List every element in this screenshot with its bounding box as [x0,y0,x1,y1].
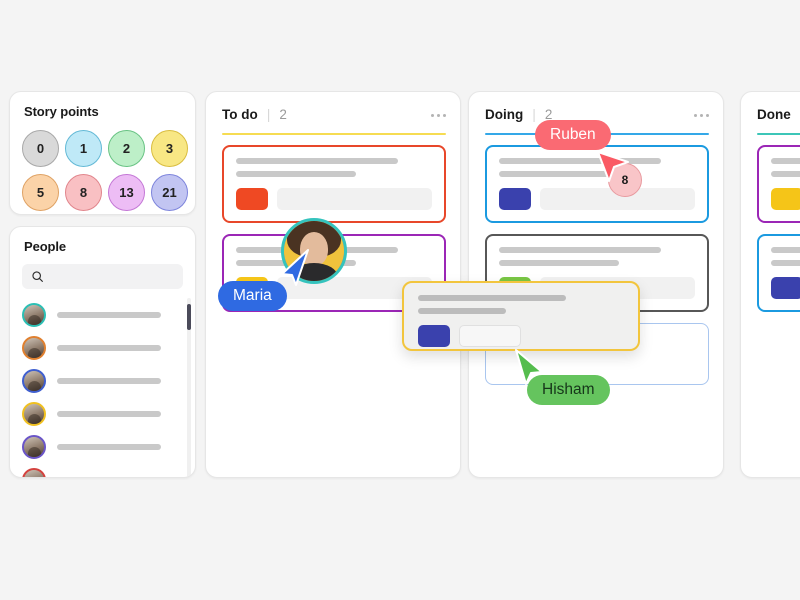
card-line-secondary [499,171,619,177]
column-header-doing: Doing | 2 [469,92,723,122]
person-name-placeholder [57,344,161,351]
story-point-chip-0[interactable]: 0 [22,130,59,167]
task-card[interactable] [485,145,709,223]
column-title: Doing [485,106,524,122]
column-accent-rule [757,133,800,135]
story-point-chip-8[interactable]: 8 [65,174,102,211]
avatar [22,401,46,426]
avatar [22,467,46,477]
card-footer [236,188,432,210]
card-line-primary [771,158,800,164]
card-line-secondary [236,171,356,177]
card-footer [771,188,800,210]
story-point-chip-1[interactable]: 1 [65,130,102,167]
list-item[interactable] [10,298,195,331]
task-card[interactable] [757,145,800,223]
people-scrollbar-track[interactable] [187,298,191,477]
card-tag [418,325,450,347]
column-separator: | [266,106,271,122]
card-footer [771,277,800,299]
card-line-primary [499,247,661,253]
column-accent-rule [222,133,446,135]
people-panel: People [9,226,196,478]
column-card-count: 2 [544,106,553,122]
people-title: People [24,239,67,254]
more-horizontal-icon[interactable] [694,112,709,117]
dragged-card[interactable] [402,281,640,351]
task-card[interactable] [222,145,446,223]
story-point-chip-3[interactable]: 3 [151,130,188,167]
person-name-placeholder [57,476,161,477]
story-point-chip-2[interactable]: 2 [108,130,145,167]
card-field [277,188,432,210]
card-footer [418,325,624,347]
card-tag[interactable] [499,188,531,210]
people-search-field[interactable] [22,264,183,289]
card-line-secondary [418,308,506,314]
column-title: To do [222,106,258,122]
card-line-primary [236,158,398,164]
avatar [22,368,46,393]
list-item[interactable] [10,364,195,397]
card-line-secondary [771,171,800,177]
list-item[interactable] [10,397,195,430]
card-line-secondary [771,260,800,266]
card-line-primary [499,158,661,164]
list-item[interactable] [10,463,195,477]
avatar [22,434,46,459]
column-card-list [741,135,800,312]
cursor-ruben [597,151,629,182]
cursor-maria [281,249,309,286]
cursor-hisham [515,349,543,385]
people-scrollbar-thumb[interactable] [187,304,191,330]
more-horizontal-icon[interactable] [431,112,446,117]
card-footer [499,188,695,210]
card-line-secondary [499,260,619,266]
people-list [10,298,195,477]
person-name-placeholder [57,443,161,450]
avatar [22,302,46,327]
avatar [22,335,46,360]
person-name-placeholder [57,311,161,318]
column-header-done: Done|2 [741,92,800,122]
list-item[interactable] [10,430,195,463]
column-card-count: 2 [279,106,287,122]
card-tag[interactable] [771,277,800,299]
story-point-chip-5[interactable]: 5 [22,174,59,211]
column-separator: | [532,106,536,122]
story-point-chip-13[interactable]: 13 [108,174,145,211]
column-header-to-do: To do | 2 [206,92,460,122]
card-field [459,325,521,347]
cursor-label-ruben: Ruben [535,120,611,150]
cursor-label-maria: Maria [218,281,287,311]
card-tag[interactable] [236,188,268,210]
story-point-chip-21[interactable]: 21 [151,174,188,211]
person-name-placeholder [57,377,161,384]
column-done: Done|2 [740,91,800,478]
column-title: Done [757,106,791,122]
task-card[interactable] [757,234,800,312]
card-field [540,188,695,210]
card-line-primary [418,295,566,301]
cursor-label-hisham: Hisham [527,375,610,405]
list-item[interactable] [10,331,195,364]
people-search-input[interactable] [44,269,174,284]
card-line-primary [771,247,800,253]
search-icon [31,270,44,283]
story-points-title: Story points [24,104,99,119]
person-name-placeholder [57,410,161,417]
card-tag[interactable] [771,188,800,210]
